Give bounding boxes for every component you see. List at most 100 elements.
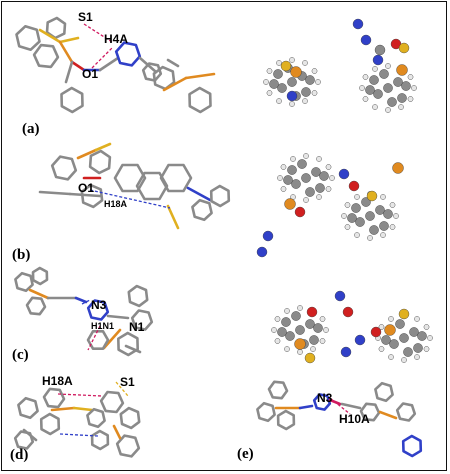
atom-ball — [283, 175, 293, 185]
bond — [70, 60, 86, 72]
atom-ball — [407, 74, 414, 80]
bond — [68, 192, 102, 198]
atom-ball — [344, 224, 351, 230]
atom-ball — [401, 81, 411, 91]
atom-ball — [287, 165, 297, 175]
atom-ball — [325, 164, 332, 170]
atom-ball — [291, 311, 301, 321]
atom-ball — [284, 346, 290, 352]
atom-ball — [398, 42, 410, 54]
atom-label-h10a-e: H10A — [339, 412, 370, 426]
atom-ball — [385, 107, 391, 113]
atom-ball — [290, 156, 296, 162]
atom-ball — [271, 327, 277, 333]
atom-ball — [369, 225, 379, 235]
atom-ball — [384, 324, 396, 336]
atom-ball — [302, 98, 308, 104]
ring — [15, 24, 41, 52]
bond — [64, 60, 74, 84]
atom-ball — [297, 349, 303, 355]
contact-line — [87, 325, 101, 351]
atom-ball — [276, 60, 282, 66]
ring — [60, 86, 84, 114]
atom-ball — [256, 246, 268, 258]
atom-ball — [414, 354, 420, 360]
panel-label-d: (d) — [10, 447, 29, 463]
panel-label-c: (c) — [12, 347, 29, 363]
bond — [162, 76, 188, 92]
atom-ball — [369, 75, 379, 85]
atom-ball — [323, 327, 329, 333]
ring — [209, 184, 231, 208]
atom-ball — [294, 206, 306, 218]
atom-ball — [398, 308, 410, 320]
atom-ball — [365, 85, 375, 95]
atom-ball — [305, 75, 315, 85]
atom-ball — [389, 339, 399, 349]
atom-ball — [276, 98, 282, 104]
atom-ball — [380, 194, 386, 200]
ring — [159, 163, 193, 193]
atom-ball — [266, 90, 273, 96]
atom-ball — [423, 346, 430, 352]
atom-ball — [274, 338, 281, 344]
ring — [90, 429, 110, 451]
contact-line — [59, 433, 99, 437]
atom-ball — [398, 104, 404, 110]
atom-ball — [303, 153, 309, 159]
atom-ball — [319, 316, 326, 322]
contact-line — [83, 23, 113, 43]
atom-ball — [393, 213, 399, 219]
atom-ball — [284, 198, 296, 210]
atom-ball — [340, 346, 352, 358]
atom-ball — [277, 327, 287, 337]
ring — [50, 155, 78, 181]
atom-ball — [311, 68, 318, 74]
atom-label-n1-c: N1 — [129, 320, 145, 334]
atom-ball — [375, 205, 385, 215]
ring — [115, 434, 141, 458]
ring — [119, 406, 141, 430]
atom-ball — [311, 167, 321, 177]
atom-ball — [284, 308, 290, 314]
atom-ball — [289, 101, 295, 107]
bond — [124, 344, 142, 354]
atom-ball — [302, 60, 308, 66]
atom-ball — [262, 230, 274, 242]
atom-ball — [423, 324, 430, 330]
atom-ball — [396, 64, 408, 76]
bond — [184, 72, 216, 80]
atom-ball — [372, 104, 378, 110]
atom-ball — [354, 194, 360, 200]
bond — [166, 58, 180, 68]
contact-line — [329, 397, 351, 415]
atom-ball — [316, 156, 322, 162]
atom-label-n3-e: N3 — [317, 391, 333, 405]
atom-ball — [378, 324, 385, 330]
ring — [374, 381, 394, 403]
atom-ball — [305, 319, 315, 329]
atom-ball — [379, 69, 389, 79]
atom-ball — [370, 326, 382, 338]
atom-label-s1-a: S1 — [78, 10, 93, 24]
atom-ball — [285, 331, 295, 341]
bond — [102, 328, 122, 350]
atom-ball — [403, 347, 413, 357]
atom-ball — [266, 68, 273, 74]
ring — [42, 387, 66, 409]
atom-ball — [294, 338, 306, 350]
atom-ball — [295, 325, 305, 335]
ring — [141, 62, 163, 82]
atom-ball — [280, 60, 292, 72]
atom-ball — [427, 335, 433, 341]
atom-ball — [399, 333, 409, 343]
atom-ball — [362, 74, 369, 80]
bond — [106, 314, 130, 320]
atom-ball — [360, 34, 372, 46]
ring — [267, 380, 289, 400]
atom-ball — [290, 66, 302, 78]
atom-ball — [389, 202, 396, 208]
ring — [135, 171, 169, 201]
ring — [395, 402, 417, 422]
